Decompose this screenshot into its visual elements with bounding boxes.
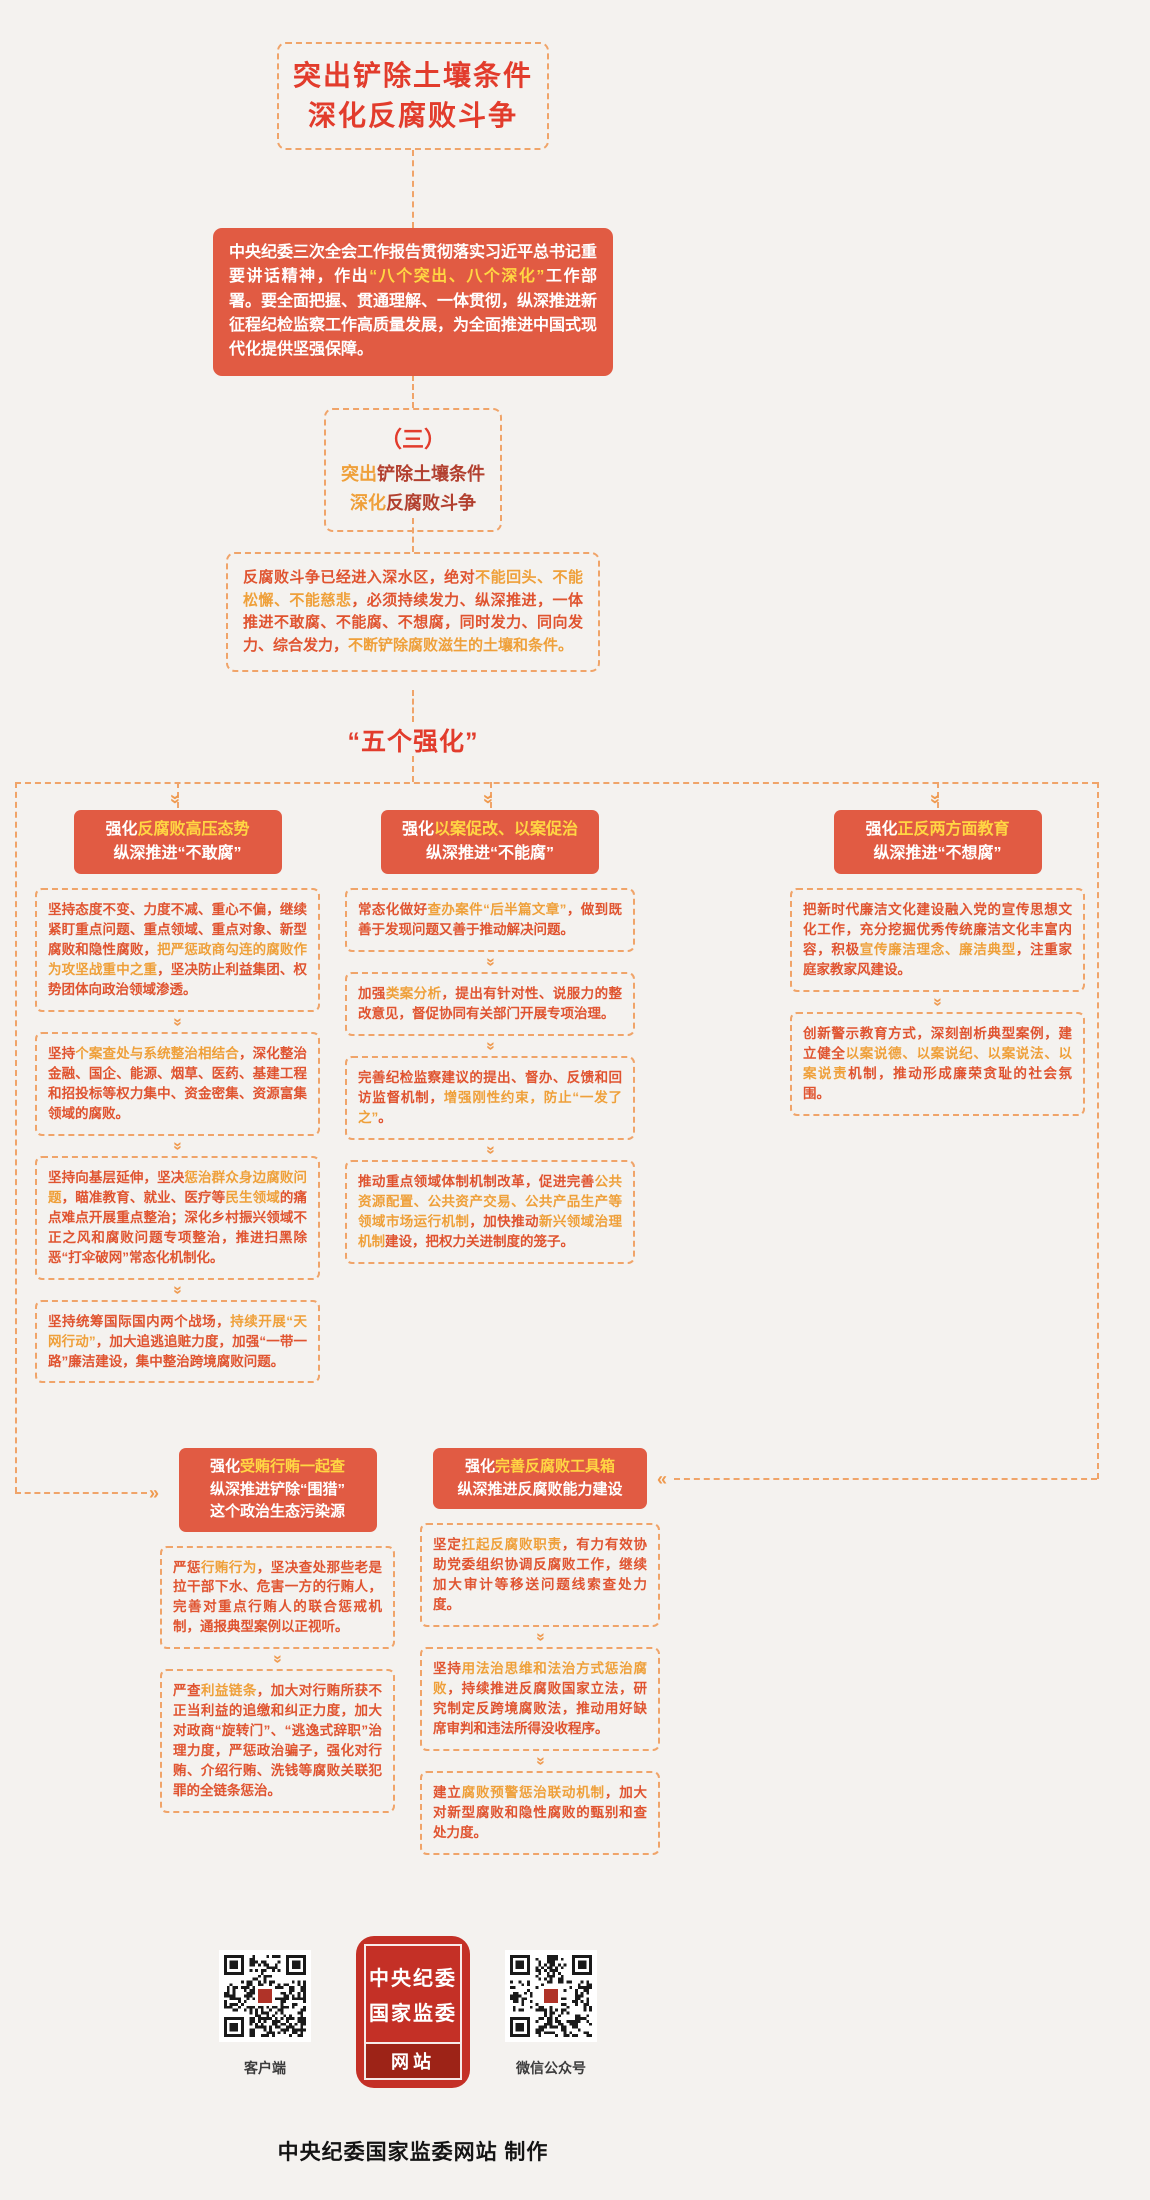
content-box: 坚持用法治思维和法治方式惩治腐败，持续推进反腐败国家立法，研究制定反跨境腐败法，… bbox=[420, 1646, 660, 1751]
qr-label-client: 客户端 bbox=[244, 2060, 286, 2076]
app-icon-title: 中央纪委 国家监委 bbox=[364, 1944, 462, 2042]
footer-credit: 中央纪委国家监委网站 制作 bbox=[277, 2141, 549, 2164]
content-box: 坚持向基层延伸，坚决惩治群众身边腐败问题，瞄准教育、就业、医疗等民生领域的痛点难… bbox=[35, 1155, 320, 1280]
chevron-down-icon: « bbox=[168, 1141, 186, 1151]
qr-label-wechat: 微信公众号 bbox=[516, 2060, 586, 2076]
qr-code-client bbox=[219, 1950, 311, 2042]
chevron-down-icon: « bbox=[531, 1756, 548, 1766]
chevron-down-icon: « bbox=[531, 1632, 548, 1642]
chevron-down-icon: « bbox=[477, 793, 498, 805]
branch-anticorruption-toolbox: 强化完善反腐败工具箱 纵深推进反腐败能力建设 坚定扛起反腐败职责，有力有效协助党… bbox=[420, 1448, 660, 1855]
root-node-label: “五个强化” bbox=[347, 728, 479, 756]
content-box: 创新警示教育方式，深刻剖析典型案例，建立健全以案说德、以案说纪、以案说法、以案说… bbox=[790, 1011, 1085, 1116]
qr-code-image bbox=[224, 1955, 306, 2037]
content-box: 常态化做好查办案件“后半篇文章”，做到既善于发现问题又善于推动解决问题。 bbox=[345, 888, 635, 952]
connector-intro-section bbox=[412, 375, 414, 408]
connector-title-intro bbox=[412, 150, 414, 228]
app-icon-band: 网站 bbox=[364, 2042, 462, 2080]
section-line-2: 深化反腐败斗争 bbox=[350, 493, 476, 514]
intro-box: 中央纪委三次全会工作报告贯彻落实习近平总书记重要讲话精神，作出“八个突出、八个深… bbox=[213, 228, 613, 376]
qr-code-wechat bbox=[505, 1950, 597, 2042]
branch-header-line: 强化正反两方面教育 bbox=[865, 821, 1010, 838]
branch-header: 强化受贿行贿一起查 纵深推进铲除“围猎” 这个政治生态污染源 bbox=[178, 1448, 377, 1532]
branch-header: 强化正反两方面教育 纵深推进“不想腐” bbox=[833, 810, 1042, 874]
content-box: 严查利益链条，加大对行贿所获不正当利益的追缴和纠正力度，加大对政商“旋转门”、“… bbox=[160, 1669, 395, 1814]
content-box: 严惩行贿行为，坚决查处那些老是拉干部下水、危害一方的行贿人，完善对重点行贿人的联… bbox=[160, 1545, 395, 1650]
chevron-down-icon: « bbox=[268, 1654, 286, 1664]
chevron-left-icon: « bbox=[657, 1469, 668, 1489]
branch-header: 强化完善反腐败工具箱 纵深推进反腐败能力建设 bbox=[433, 1448, 647, 1509]
content-box: 坚持个案查处与系统整治相结合，深化整治金融、国企、能源、烟草、医药、基建工程和招… bbox=[35, 1031, 320, 1136]
content-box: 坚持态度不变、力度不减、重心不偏，继续紧盯重点问题、重点领域、重点对象、新型腐败… bbox=[35, 888, 320, 1012]
content-box: 推动重点领域体制机制改革，促进完善公共资源配置、公共资产交易、公共产品生产等领域… bbox=[345, 1159, 635, 1264]
edge-line-right bbox=[1097, 782, 1099, 1479]
chevron-down-icon: « bbox=[481, 1041, 498, 1051]
intro-text: 中央纪委三次全会工作报告贯彻落实习近平总书记重要讲话精神，作出“八个突出、八个深… bbox=[229, 244, 598, 359]
content-box: 把新时代廉洁文化建设融入党的宣传思想文化工作，充分挖掘优秀传统廉洁文化丰富内容，… bbox=[790, 888, 1085, 992]
branch-header: 强化反腐败高压态势 纵深推进“不敢腐” bbox=[73, 810, 282, 874]
content-box: 坚持统筹国际国内两个战场，持续开展“天网行动”，加大追逃追赃力度，加强“一带一路… bbox=[35, 1299, 320, 1384]
branch-header-line: 纵深推进“不敢腐” bbox=[113, 845, 242, 862]
content-box: 完善纪检监察建议的提出、督办、反馈和回访监督机制，增强刚性约束，防止“一发了之”… bbox=[345, 1055, 635, 1140]
branch-header-line: 强化完善反腐败工具箱 bbox=[464, 1458, 616, 1475]
connector-overview-root bbox=[412, 690, 414, 722]
edge-line-right-horizontal bbox=[674, 1478, 1097, 1480]
app-icon-line: 中央纪委 bbox=[369, 1968, 457, 1990]
content-box: 坚定扛起反腐败职责，有力有效协助党委组织协调反腐败工作，继续加大审计等移送问题线… bbox=[420, 1523, 660, 1627]
edge-line-left-horizontal bbox=[15, 1492, 147, 1494]
chevron-right-icon: » bbox=[149, 1483, 160, 1503]
fan-drop-branch3 bbox=[937, 782, 939, 808]
fan-drop-branch1 bbox=[177, 782, 179, 808]
branch-no-dare: 强化反腐败高压态势 纵深推进“不敢腐” 坚持态度不变、力度不减、重心不偏，继续紧… bbox=[35, 810, 320, 1384]
connector-section-overview bbox=[412, 518, 414, 552]
connector-root-fan bbox=[412, 756, 414, 782]
branch-header: 强化以案促改、以案促治 纵深推进“不能腐” bbox=[381, 810, 599, 874]
chevron-down-icon: « bbox=[168, 1285, 186, 1295]
content-box: 建立腐败预警惩治联动机制，加大对新型腐败和隐性腐败的甄别和查处力度。 bbox=[420, 1770, 660, 1855]
app-icon-line: 国家监委 bbox=[369, 2003, 457, 2025]
chevron-down-icon: « bbox=[164, 793, 185, 805]
edge-line-left bbox=[15, 782, 17, 1493]
branch-header-line: 强化反腐败高压态势 bbox=[105, 821, 250, 838]
content-box: 加强类案分析，提出有针对性、说服力的整改意见，督促协同有关部门开展专项治理。 bbox=[345, 971, 635, 1036]
branch-header-line: 纵深推进“不能腐” bbox=[425, 845, 554, 862]
section-line-1: 突出铲除土壤条件 bbox=[341, 464, 485, 484]
title-box: 突出铲除土壤条件 深化反腐败斗争 bbox=[277, 42, 549, 150]
branch-no-ability: 强化以案促改、以案促治 纵深推进“不能腐” 常态化做好查办案件“后半篇文章”，做… bbox=[345, 810, 635, 1264]
fan-drop-branch2 bbox=[490, 782, 492, 808]
branch-header-line: 纵深推进铲除“围猎” bbox=[209, 1480, 345, 1498]
overview-box: 反腐败斗争已经进入深水区，绝对不能回头、不能松懈、不能慈悲，必须持续发力、纵深推… bbox=[226, 552, 600, 672]
branch-header-line: 纵深推进反腐败能力建设 bbox=[457, 1480, 623, 1498]
branch-no-desire: 强化正反两方面教育 纵深推进“不想腐” 把新时代廉洁文化建设融入党的宣传思想文化… bbox=[790, 810, 1085, 1116]
branch-header-line: 纵深推进“不想腐” bbox=[873, 845, 1002, 862]
title-line-2: 深化反腐败斗争 bbox=[307, 99, 518, 131]
chevron-down-icon: « bbox=[481, 957, 498, 967]
title-line-1: 突出铲除土壤条件 bbox=[292, 60, 533, 91]
site-app-icon: 中央纪委 国家监委 网站 bbox=[356, 1936, 470, 2088]
fan-line-horizontal bbox=[15, 782, 1098, 784]
qr-code-image bbox=[510, 1955, 592, 2037]
branch-header-line: 这个政治生态污染源 bbox=[209, 1503, 345, 1520]
chevron-down-icon: « bbox=[924, 793, 945, 805]
chevron-down-icon: « bbox=[928, 997, 946, 1007]
section-box: （三） 突出铲除土壤条件 深化反腐败斗争 bbox=[324, 408, 502, 533]
branch-bribery-investigation: 强化受贿行贿一起查 纵深推进铲除“围猎” 这个政治生态污染源 严惩行贿行为，坚决… bbox=[160, 1448, 395, 1814]
chevron-down-icon: « bbox=[481, 1145, 498, 1155]
chevron-down-icon: « bbox=[168, 1017, 186, 1027]
branch-header-line: 强化受贿行贿一起查 bbox=[209, 1458, 346, 1475]
overview-text: 反腐败斗争已经进入深水区，绝对不能回头、不能松懈、不能慈悲，必须持续发力、纵深推… bbox=[243, 569, 583, 654]
section-number: （三） bbox=[379, 427, 446, 452]
branch-header-line: 强化以案促改、以案促治 bbox=[401, 821, 579, 838]
